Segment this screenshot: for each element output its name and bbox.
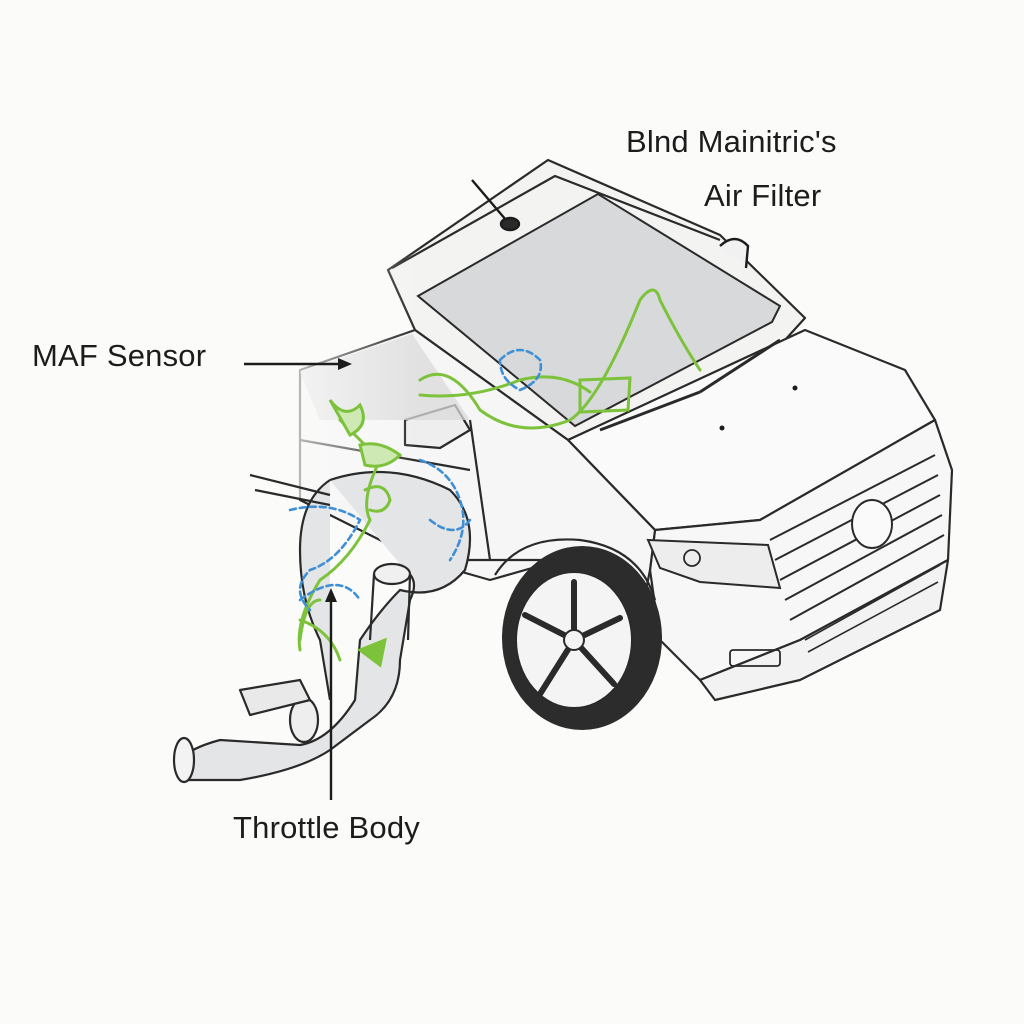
intake-assembly	[172, 470, 472, 784]
wiper-blades	[599, 338, 781, 432]
fog-light	[729, 649, 781, 667]
roof-antenna	[471, 179, 750, 269]
green-wiring	[297, 288, 702, 668]
front-grille	[769, 454, 945, 653]
headlight	[646, 538, 782, 590]
brand-label: Blnd Mainitric's	[626, 124, 837, 159]
throttle-body-label: Throttle Body	[233, 810, 420, 845]
blue-wiring	[288, 348, 543, 612]
throttle-body-arrow	[325, 588, 337, 800]
maf-sensor-label: MAF Sensor	[32, 338, 207, 373]
front-wheel	[494, 538, 662, 730]
windshield	[416, 192, 782, 428]
maf-sensor-arrow	[244, 358, 352, 370]
air-filter-label: Air Filter	[704, 178, 822, 213]
